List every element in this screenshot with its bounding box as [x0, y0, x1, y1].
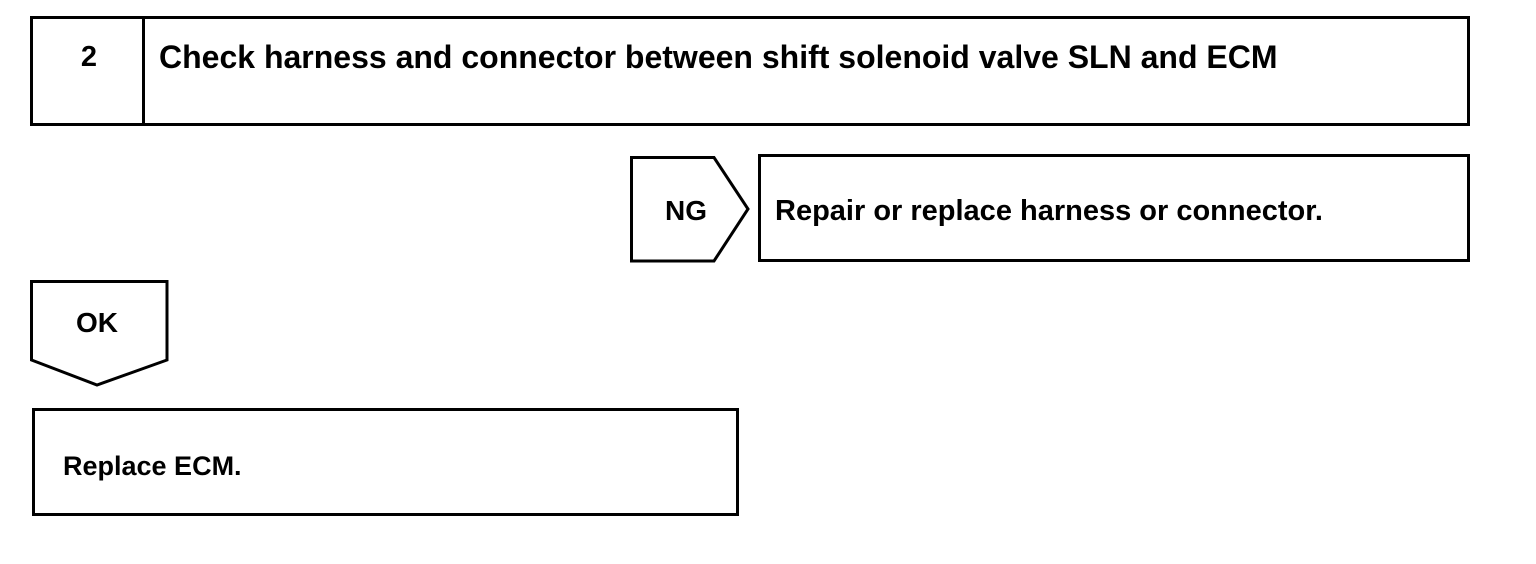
ng-arrow: NG — [630, 156, 750, 263]
step-number-cell: 2 — [33, 19, 145, 123]
ok-result-text: Replace ECM. — [63, 451, 242, 481]
step-header-box: 2 Check harness and connector between sh… — [30, 16, 1470, 126]
step-title: Check harness and connector between shif… — [159, 39, 1278, 75]
step-number: 2 — [80, 41, 98, 73]
ng-label: NG — [665, 195, 707, 226]
ng-arrow-shape — [630, 156, 750, 263]
ok-arrow-shape — [30, 280, 169, 387]
ng-result-box: Repair or replace harness or connector. — [758, 154, 1470, 262]
ok-label: OK — [76, 307, 118, 338]
ok-result-box: Replace ECM. — [32, 408, 739, 516]
ok-arrow: OK — [30, 280, 169, 387]
ng-result-text: Repair or replace harness or connector. — [775, 195, 1323, 227]
